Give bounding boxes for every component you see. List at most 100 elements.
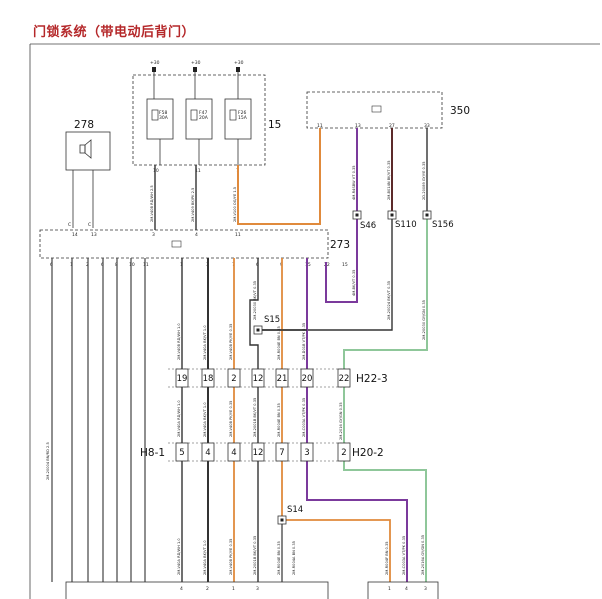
connector-pin (337, 442, 351, 462)
wire-label: 2M-R004E BN 0.35 (277, 403, 281, 437)
pin-label: 4 (405, 586, 408, 592)
wire-label: 2M-20004 BN/RD 2.5 (46, 442, 50, 480)
wire-label: 2M-V40B PK/YE 0.35 (229, 324, 233, 360)
svg-text:S46: S46 (360, 221, 376, 231)
splice-s156: S156 (422, 210, 454, 230)
pin-number: 2 (231, 374, 236, 384)
pin-label: 2 (206, 586, 209, 592)
pin-label: 1 (232, 586, 235, 592)
wire-code-labels: 2M-V40B RD/WH 1.0 2M-V40A BK/VT 1.0 2M-V40… (177, 281, 425, 575)
svg-text:2D-20089 GY/YE 0.35: 2D-20089 GY/YE 0.35 (422, 161, 426, 200)
module-350: 350 11 13 27 33 (306, 91, 470, 129)
wire-label: 2M-2001B BK/VT 0.35 (253, 536, 257, 575)
pin-number: 18 (203, 374, 214, 384)
pin-number: 7 (279, 448, 284, 458)
svg-text:S14: S14 (287, 505, 303, 515)
svg-text:S156: S156 (432, 220, 454, 230)
pin-number: 4 (205, 448, 210, 458)
svg-text:F26: F26 (238, 110, 246, 116)
svg-text:H8-1: H8-1 (140, 447, 165, 459)
connector-pin (201, 368, 215, 388)
svg-text:20A: 20A (199, 115, 209, 121)
connector-pin (337, 368, 351, 388)
splice-s14: S14 (277, 505, 303, 525)
connector-pin (201, 442, 215, 462)
connector-pin (275, 368, 289, 388)
svg-text:+30: +30 (191, 60, 201, 66)
wire-label: 2M-V40B PK/YE 0.35 (229, 539, 233, 575)
svg-text:350: 350 (450, 105, 470, 117)
pin-number: 12 (253, 448, 264, 458)
pin-label: 11 (143, 262, 149, 268)
connector-pin (227, 368, 241, 388)
wire-label: 2M-V100 OG/YE 1.5 (233, 187, 237, 222)
svg-text:H20-2: H20-2 (352, 447, 384, 459)
wire-label: 2M-R004E BN 0.35 (277, 326, 281, 360)
svg-text:2M-20024 BK/VT 0.35: 2M-20024 BK/VT 0.35 (387, 281, 391, 320)
wire-label: 2M-2001B BK/VT 0.35 (253, 398, 257, 437)
fuse-wires (154, 128, 321, 230)
pin-number: 21 (277, 374, 288, 384)
pin-number: 3 (304, 448, 309, 458)
wire-label: 2M-2016 GY/GN 0.35 (339, 402, 343, 440)
svg-text:30A: 30A (159, 115, 169, 121)
svg-text:278: 278 (74, 119, 94, 131)
pin-label: 15 (342, 262, 348, 268)
wire-label: 2M-2016A GY/GN 0.35 (421, 535, 425, 575)
svg-text:2M-20030 GY/GN 0.35: 2M-20030 GY/GN 0.35 (422, 300, 426, 340)
wire-label: 2M-V40A BK/VT 1.0 (203, 540, 207, 575)
svg-text:2M-B014N BK/VT 0.35: 2M-B014N BK/VT 0.35 (387, 160, 391, 200)
wire-label: 2M-C003A VT/PK 0.35 (302, 398, 306, 437)
splice-s15: S15 (253, 315, 280, 335)
pin-label: 3 (256, 586, 259, 592)
wire-label: 2M-D01B VT/PK 0.35 (302, 323, 306, 360)
module-273: 273 14 13 3 4 11 61268101113769152215 (39, 229, 350, 268)
connector-pin (227, 442, 241, 462)
svg-text:H22-3: H22-3 (356, 373, 388, 385)
svg-text:33: 33 (424, 123, 430, 129)
svg-text:S15: S15 (264, 315, 280, 325)
svg-text:S110: S110 (395, 220, 417, 230)
speaker-278: 278 C C (65, 119, 111, 228)
svg-text:+30: +30 (150, 60, 160, 66)
svg-text:11: 11 (195, 168, 201, 174)
splice-s46: S46 (352, 210, 376, 231)
svg-text:+30: +30 (234, 60, 244, 66)
wire-label: 2M-R004A BN 0.35 (292, 541, 296, 575)
svg-text:F58: F58 (159, 110, 167, 116)
svg-text:13: 13 (355, 123, 361, 129)
wire-label: 2M-V40A BK/VT 1.0 (203, 402, 207, 437)
svg-text:C: C (68, 222, 71, 228)
svg-text:13: 13 (91, 232, 97, 238)
svg-text:273: 273 (330, 239, 350, 251)
connector-pin (251, 442, 265, 462)
connector-pin (175, 442, 189, 462)
svg-text:27: 27 (389, 123, 395, 129)
wire-label: 2M-V40B RD/WH 1.0 (177, 323, 181, 360)
connector-pin (175, 368, 189, 388)
svg-text:C: C (88, 222, 91, 228)
diagram-frame (29, 43, 600, 599)
module-273-left-wires (51, 258, 146, 582)
connector-pin (275, 442, 289, 462)
pin-label: 4 (180, 586, 183, 592)
fusebox-label: 15 (268, 119, 281, 131)
speaker-icon (79, 139, 92, 159)
svg-text:3: 3 (152, 232, 155, 238)
pin-label: 10 (129, 262, 135, 268)
splice-s110: S110 (387, 210, 417, 230)
svg-text:14: 14 (72, 232, 78, 238)
battery-supply-terminals: +30 +30 +30 10 11 7 (150, 60, 244, 174)
wire-label: 2M-R004F BN 0.35 (385, 541, 389, 575)
column-wires (181, 258, 427, 582)
fuse-f58: F58 30A (146, 98, 174, 140)
svg-text:10: 10 (153, 168, 159, 174)
svg-text:15A: 15A (238, 115, 248, 121)
pin-number: 4 (231, 448, 236, 458)
pin-number: 22 (339, 374, 350, 384)
wire-label: 2M-V40A RD/WH 1.0 (177, 538, 181, 575)
pin-label: 3 (424, 586, 427, 592)
pin-number: 20 (302, 374, 313, 384)
